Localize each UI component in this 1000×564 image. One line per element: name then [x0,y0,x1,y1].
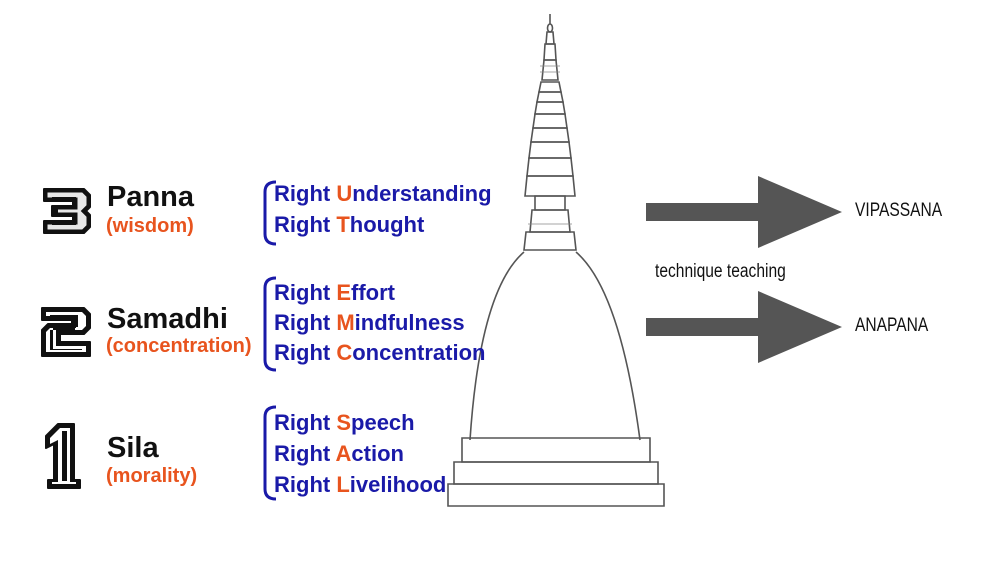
factor-rest: peech [351,410,415,435]
tier-subtitle-morality: (morality) [106,465,198,487]
bracket-samadhi [262,276,278,372]
factor-prefix: Right [274,472,337,497]
factor-right-understanding: Right Understanding [274,183,492,205]
factor-initial: S [336,410,352,435]
factor-right-action: Right Action [274,443,404,465]
number-one-icon [40,420,84,492]
factor-initial: E [336,280,352,305]
factor-initial: U [336,181,353,206]
factor-right-livelihood: Right Livelihood [274,474,446,496]
arrow-vipassana [646,176,846,248]
label-vipassana: VIPASSANA [855,200,943,221]
factor-prefix: Right [274,181,337,206]
factor-right-thought: Right Thought [274,214,424,236]
factor-right-concentration: Right Concentration [274,342,485,364]
factor-rest: indfulness [354,310,465,335]
tier-name-sila: Sila [107,432,159,464]
number-two-icon [36,300,96,362]
factor-rest: ffort [351,280,395,305]
factor-prefix: Right [274,212,337,237]
arrow-anapana [646,291,846,363]
factor-rest: ction [351,441,404,466]
factor-right-mindfulness: Right Mindfulness [274,312,465,334]
tier-name-samadhi: Samadhi [107,303,228,335]
number-three-icon [38,183,94,239]
factor-initial: T [336,212,350,237]
tier-subtitle-wisdom: (wisdom) [106,215,194,237]
factor-initial: L [336,472,350,497]
factor-rest: oncentration [352,340,486,365]
factor-rest: nderstanding [352,181,492,206]
bracket-sila [262,405,278,501]
factor-initial: C [336,340,353,365]
factor-right-speech: Right Speech [274,412,415,434]
tier-name-panna: Panna [107,181,195,213]
label-anapana: ANAPANA [855,315,929,336]
bracket-panna [262,180,278,246]
factor-initial: A [335,441,352,466]
factor-rest: hought [349,212,425,237]
factor-prefix: Right [274,441,336,466]
tier-subtitle-concentration: (concentration) [106,335,252,357]
factor-prefix: Right [274,310,337,335]
factor-prefix: Right [274,410,337,435]
factor-prefix: Right [274,280,337,305]
factor-rest: ivelihood [349,472,447,497]
factor-right-effort: Right Effort [274,282,395,304]
stupa-illustration [440,0,670,525]
label-technique-teaching: technique teaching [655,261,786,282]
factor-prefix: Right [274,340,337,365]
factor-initial: M [336,310,355,335]
